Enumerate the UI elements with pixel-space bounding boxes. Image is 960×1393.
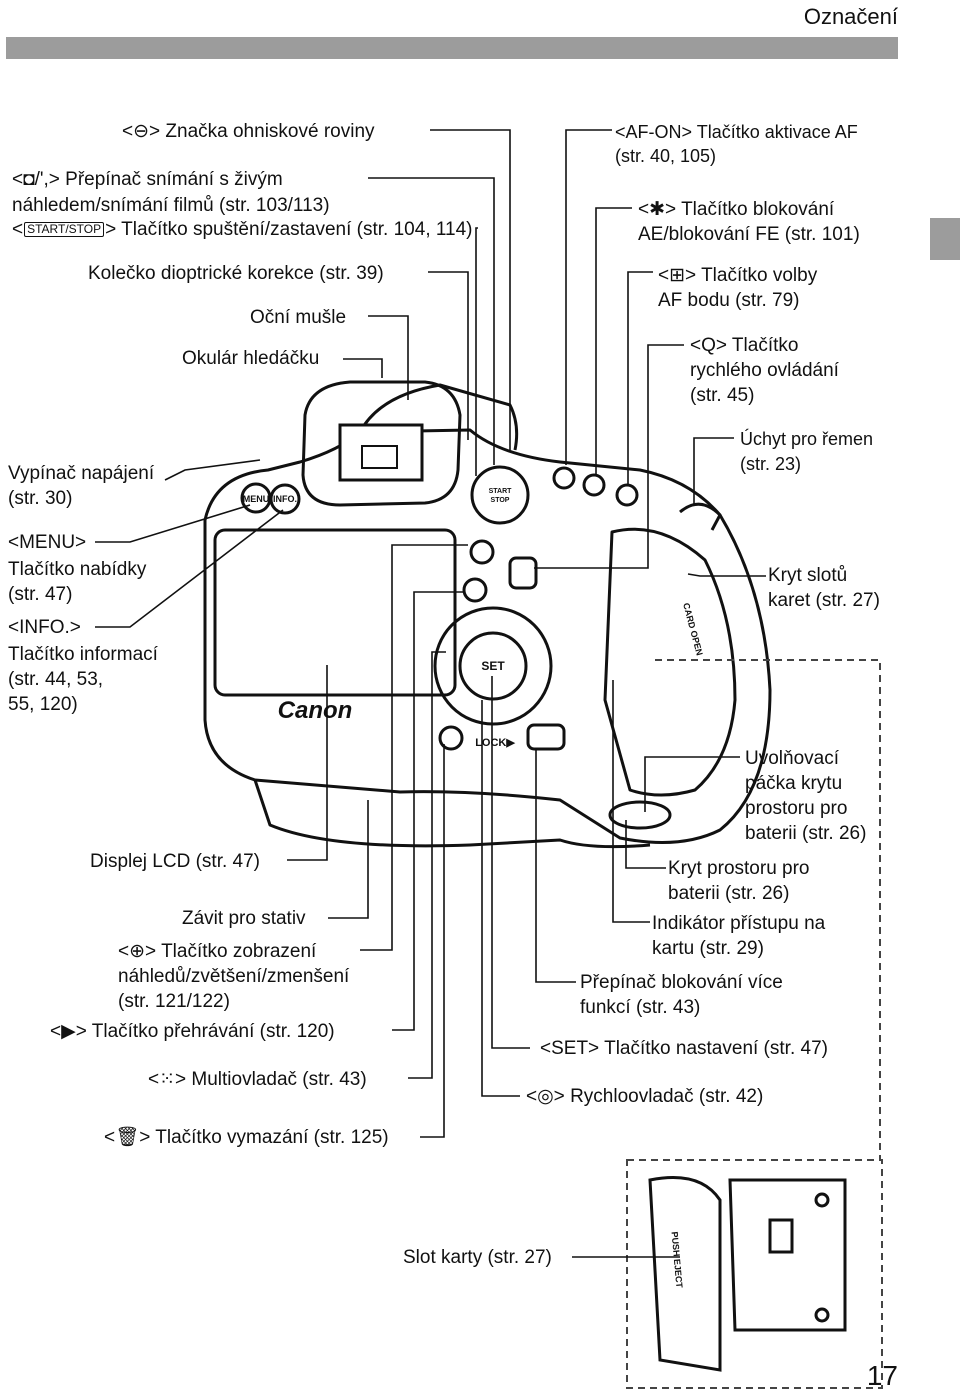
- start-stop-label: <START/STOP> Tlačítko spuštění/zastavení…: [12, 219, 473, 240]
- card-slot-inset: [626, 1159, 883, 1389]
- battery-cover-page: baterii (str. 26): [668, 883, 790, 904]
- battery-cover-label: Kryt prostoru pro: [668, 858, 810, 879]
- set-button-mark: SET: [481, 659, 505, 673]
- card-open-mark: CARD OPEN: [681, 602, 705, 657]
- battery-release-label-4: baterii (str. 26): [745, 823, 867, 844]
- lcd-frame: [213, 528, 457, 697]
- eyecup-outline: [301, 380, 462, 507]
- stop-button-mark: STOP: [491, 497, 510, 504]
- card-slot-cover-page: karet (str. 27): [768, 590, 880, 611]
- viewfinder-glass: [361, 445, 398, 469]
- magnify-label-3: (str. 121/122): [118, 991, 230, 1012]
- section-title: Označení: [803, 4, 898, 29]
- erase-label: <🗑> Tlačítko vymazání (str. 125): [104, 1127, 389, 1148]
- af-point-label: <⊞> Tlačítko volby: [658, 265, 818, 286]
- top-dial-outer: [470, 465, 530, 525]
- info-page-1: (str. 44, 53,: [8, 669, 104, 690]
- power-switch-label: Vypínač napájení: [8, 463, 155, 484]
- playback-label: <▶> Tlačítko přehrávání (str. 120): [50, 1021, 335, 1042]
- live-view-switch-label: <◘/',> Přepínač snímání s živým: [12, 169, 283, 190]
- chapter-tab: [930, 218, 960, 260]
- quick-dial-outer: [433, 606, 553, 726]
- af-on-page: (str. 40, 105): [615, 146, 717, 166]
- strap-mount-label: Úchyt pro řemen: [740, 429, 874, 449]
- push-eject-mark: PUSH EJECT: [670, 1231, 685, 1289]
- tripod-label: Závit pro stativ: [182, 908, 306, 929]
- diopter-label: Kolečko dioptrické korekce (str. 39): [88, 263, 384, 284]
- lcd-label: Displej LCD (str. 47): [90, 851, 260, 872]
- start-button-mark: START: [489, 488, 513, 495]
- ae-lock-label: <✱> Tlačítko blokování: [638, 199, 835, 220]
- quick-dial-inner: [458, 631, 528, 701]
- access-lamp-label: Indikátor přístupu na: [652, 913, 826, 934]
- card-slot-label: Slot karty (str. 27): [403, 1247, 552, 1268]
- set-button-label: <SET> Tlačítko nastavení (str. 47): [540, 1038, 828, 1059]
- access-lamp-page: kartu (str. 29): [652, 938, 764, 959]
- camera-body-outline: [203, 428, 772, 844]
- battery-release-label-2: páčka krytu: [745, 773, 843, 794]
- multi-controller-label: <⁙> Multiovladač (str. 43): [148, 1069, 367, 1090]
- eyepiece-label: Okulár hledáčku: [182, 348, 320, 369]
- menu-symbol: <MENU>: [8, 532, 87, 553]
- lock-switch-mark: LOCK▶: [475, 737, 515, 749]
- info-button-mark: INFO.: [273, 494, 297, 504]
- menu-button-mark: MENU: [243, 494, 270, 504]
- quick-dial-label: <◎> Rychloovladač (str. 42): [526, 1086, 764, 1107]
- power-switch-page: (str. 30): [8, 488, 73, 509]
- ae-lock-label-2: AE/blokování FE (str. 101): [638, 224, 860, 245]
- info-symbol: <INFO.>: [8, 617, 81, 638]
- quick-control-label-2: rychlého ovládání: [690, 360, 839, 381]
- bottom-plate: [253, 779, 651, 849]
- quick-control-label-3: (str. 45): [690, 385, 755, 406]
- live-view-switch-label-2: náhledem/snímání filmů (str. 103/113): [12, 195, 330, 216]
- focal-plane-label: <⊖> Značka ohniskové roviny: [122, 121, 375, 142]
- menu-label: Tlačítko nabídky: [8, 559, 147, 580]
- brand-mark: Canon: [278, 697, 353, 724]
- info-page-2: 55, 120): [8, 694, 78, 715]
- card-slot-cover-label: Kryt slotů: [768, 565, 848, 586]
- af-point-label-2: AF bodu (str. 79): [658, 290, 800, 311]
- af-on-label: <AF-ON> Tlačítko aktivace AF: [615, 122, 858, 142]
- battery-release-label-1: Uvolňovací: [745, 748, 839, 769]
- start-stop-key: START/STOP: [24, 222, 105, 237]
- battery-release-label-3: prostoru pro: [745, 798, 848, 819]
- eyecup-label: Oční mušle: [250, 307, 347, 328]
- menu-page: (str. 47): [8, 584, 73, 605]
- info-label: Tlačítko informací: [8, 644, 158, 665]
- magnify-label: <⊕> Tlačítko zobrazení: [118, 941, 317, 962]
- lock-switch-label: Přepínač blokování více: [580, 972, 783, 993]
- strap-mount-page: (str. 23): [740, 454, 802, 474]
- pentaprism-outline: [358, 383, 519, 451]
- magnify-label-2: náhledů/zvětšení/zmenšení: [118, 966, 350, 987]
- inset-callout: [655, 659, 881, 1160]
- lock-switch-page: funkcí (str. 43): [580, 997, 701, 1018]
- quick-control-label: <Q> Tlačítko: [690, 335, 799, 356]
- header-bar: [6, 37, 898, 59]
- grip: [603, 527, 737, 797]
